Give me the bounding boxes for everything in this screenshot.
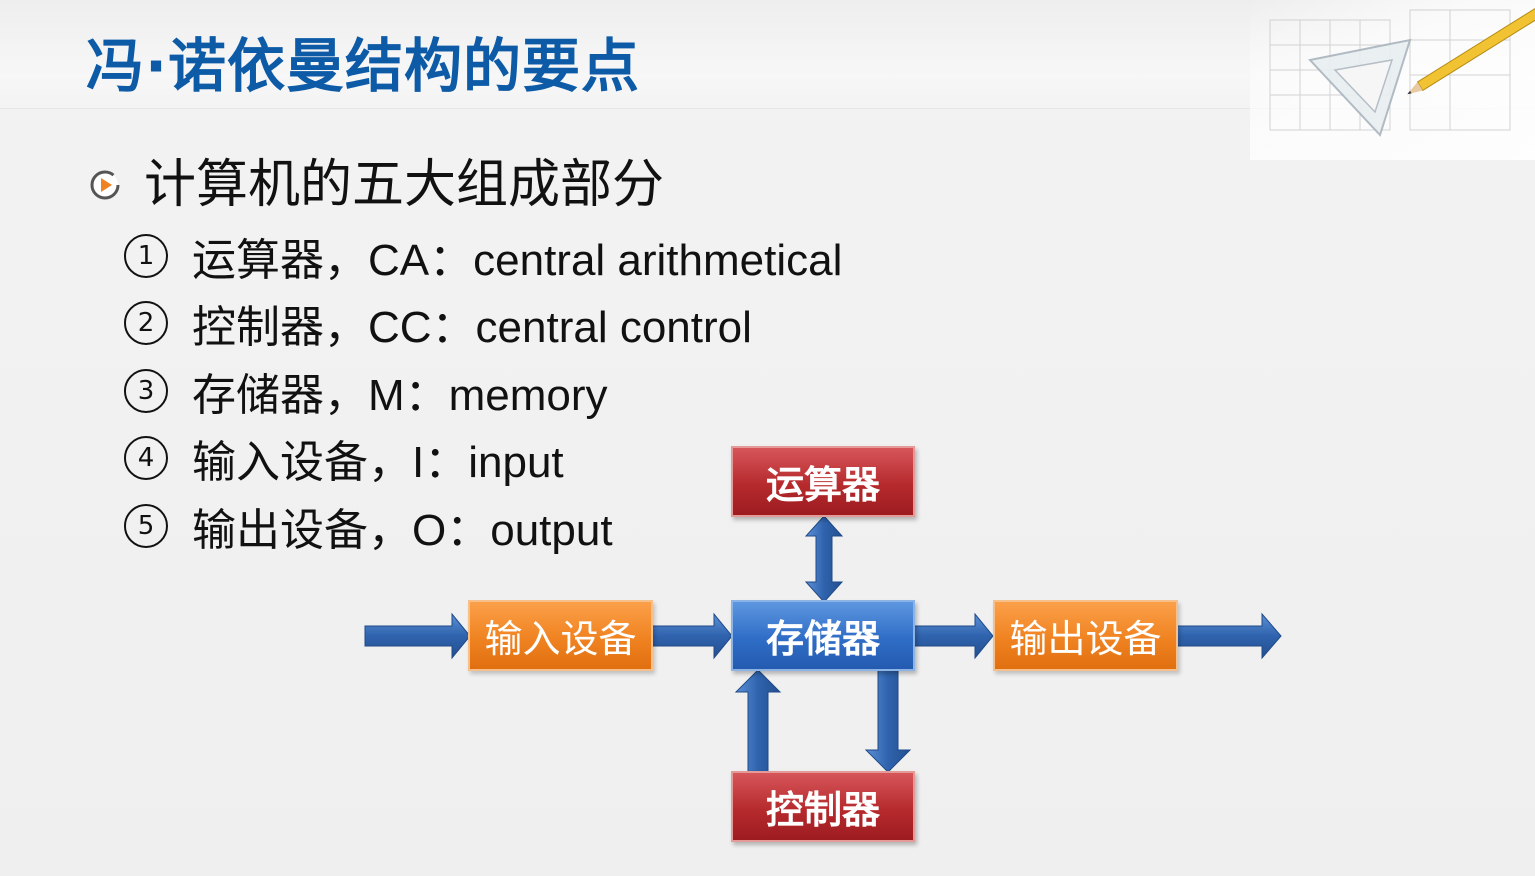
item-number: 3 (124, 368, 168, 413)
play-circle-icon (90, 170, 120, 200)
alu-box: 运算器 (731, 446, 915, 517)
item-number: 5 (124, 503, 168, 548)
item-text: 控制器，CC：central control (192, 303, 752, 353)
component-list: 1 运算器，CA：central arithmetical 2 控制器，CC：c… (124, 222, 842, 560)
bullet-heading-row: 计算机的五大组成部分 (88, 150, 664, 220)
bullet-heading: 计算机的五大组成部分 (144, 155, 665, 215)
arrow-memory-to-control (864, 669, 912, 773)
item-number: 1 (124, 233, 168, 278)
arrow-control-to-memory (734, 669, 782, 773)
item-text: 输入设备，I：input (192, 438, 564, 488)
drafting-tools-decoration (1250, 0, 1535, 160)
item-text: 输出设备，O：output (192, 505, 613, 555)
arrow-out-of-output (1175, 612, 1282, 660)
control-box: 控制器 (731, 771, 915, 842)
list-item: 1 运算器，CA：central arithmetical (124, 222, 842, 290)
item-number: 2 (124, 301, 168, 346)
arrow-into-input (364, 612, 471, 660)
list-item: 2 控制器，CC：central control (124, 290, 842, 358)
memory-box: 存储器 (731, 600, 915, 671)
slide-title: 冯·诺依曼结构的要点 (86, 32, 641, 100)
output-device-box: 输出设备 (993, 600, 1178, 671)
item-text: 运算器，CA：central arithmetical (192, 235, 843, 285)
item-number: 4 (124, 436, 168, 481)
list-item: 4 输入设备，I：input (124, 425, 842, 493)
list-item: 3 存储器，M：memory (124, 357, 842, 425)
arrow-memory-to-output (913, 612, 994, 660)
item-text: 存储器，M：memory (192, 370, 608, 420)
list-item: 5 输出设备，O：output (124, 492, 842, 560)
input-device-box: 输入设备 (468, 600, 653, 671)
arrow-input-to-memory (651, 612, 733, 660)
